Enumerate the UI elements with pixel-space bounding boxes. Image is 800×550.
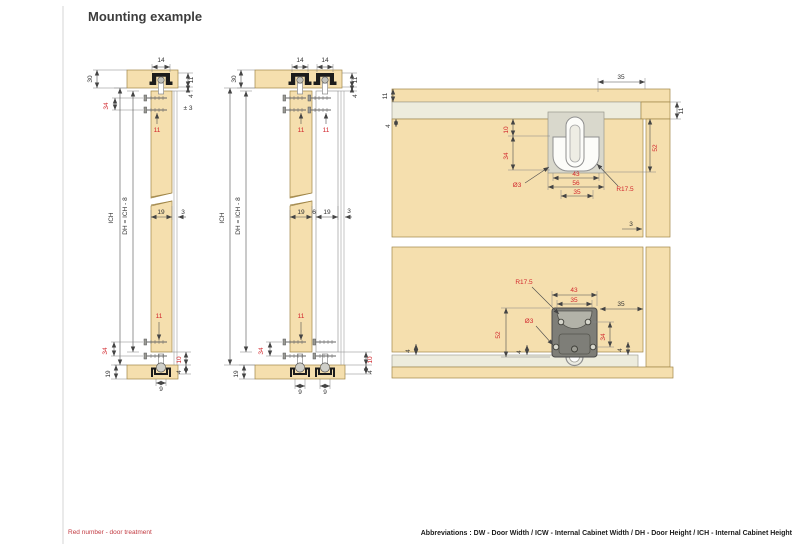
p3-top-strip [391, 88, 671, 103]
p3-dim-radius: R17.5 [616, 186, 634, 193]
p1-dim-bottom-clearance: 10 [176, 356, 183, 364]
p4-screw-hole [584, 318, 592, 326]
p2-dim-drill2: 11 [323, 127, 330, 134]
p2-dim-track1-width: 14 [296, 57, 304, 64]
p2-dim-side-gap: 3 [347, 208, 351, 215]
panel-double-door-section: 14 14 30 11 4 11 11 ICH DH = ICH - 8 19 … [219, 57, 374, 396]
p2-dim-roller2-width: 9 [323, 389, 327, 396]
p4-structure [391, 246, 674, 379]
p2-dim-bottom-clearance: 10 [367, 356, 374, 364]
p4-dimension-lines [413, 286, 643, 358]
p4-bracket-dome [556, 310, 593, 329]
p1-dim-bottom-gap: 4 [176, 370, 183, 374]
p1-dim-top-thickness: 30 [87, 75, 94, 83]
p2-dim-door2-thickness: 19 [323, 209, 331, 216]
p1-tolerance: ± 3 [184, 105, 193, 112]
p4-dim-side-depth: 35 [617, 301, 625, 308]
p4-dim-gap-left: 4 [405, 349, 412, 353]
p2-dim-drill1: 11 [298, 127, 305, 134]
p2-dim-between-doors: 6 [312, 209, 316, 216]
p4-dim-housing-height: 52 [495, 331, 502, 339]
p3-dim-43: 43 [572, 171, 580, 178]
p1-dim-side-gap: 3 [181, 209, 185, 216]
p3-dim-offset1: 10 [503, 126, 510, 134]
p4-bracket-inset [558, 333, 591, 355]
p4-dim-radius: R17.5 [515, 279, 533, 286]
p3-door-face [391, 118, 644, 238]
p1-structure [126, 69, 179, 380]
p4-screw-hole [557, 318, 565, 326]
p4-dim-hole-span: 34 [600, 333, 607, 341]
p2-dim-roller1-width: 9 [298, 389, 302, 396]
p3-dim-hole-diameter: Ø3 [513, 182, 522, 189]
p4-dim-hole-diameter: Ø3 [525, 318, 534, 325]
p1-dim-track-height: 11 [188, 76, 195, 83]
p3-dim-end-height: 11 [678, 107, 685, 114]
p2-dim-door-height: DH = ICH - 8 [235, 197, 242, 235]
p2-structure [254, 69, 346, 380]
p3-rail-end-block [640, 101, 671, 120]
p1-dim-door-height: DH = ICH - 8 [122, 197, 129, 235]
panel-top-roller-detail: 35 11 11 4 10 34 52 Ø3 43 56 35 R17.5 3 [382, 74, 685, 238]
p4-door-face [391, 246, 644, 353]
p2-dim-track-height: 11 [352, 76, 359, 83]
p2-dim-bottom-thickness: 19 [233, 370, 240, 378]
p4-wheel-hub [569, 356, 580, 363]
p3-dimension-lines [390, 78, 681, 232]
p4-side-panel [645, 246, 671, 368]
p4-dim-gap-right: 4 [617, 348, 624, 352]
panel-bottom-roller-detail: R17.5 43 35 35 52 Ø3 34 4 4 4 [391, 246, 674, 379]
p1-dim-cabinet-height: ICH [108, 212, 115, 224]
footer-red-note: Red number - door treatment [68, 529, 152, 536]
p3-dim-housing-height: 52 [652, 144, 659, 152]
p4-screw-hole [552, 343, 560, 351]
page-title: Mounting example [88, 9, 202, 24]
p3-dim-rail-gap: 4 [385, 124, 392, 128]
p3-dim-35: 35 [573, 189, 581, 196]
p3-dim-offset2: 34 [503, 152, 510, 160]
p1-door-upper [150, 90, 173, 199]
p2-dim-top-thickness: 30 [231, 75, 238, 83]
p1-dim-drill-bottom: 11 [156, 313, 163, 320]
p4-dim-35: 35 [570, 297, 578, 304]
p3-hanger-slot-inner [569, 124, 581, 163]
p2-dim-top-gap: 4 [352, 94, 359, 98]
p2-dim-bottom-gap: 4 [367, 370, 374, 374]
p3-dim-56: 56 [572, 180, 580, 187]
p1-dim-bottom-thickness: 19 [105, 370, 112, 378]
p4-axle [571, 345, 578, 353]
p3-dim-rail-height: 11 [382, 92, 389, 99]
p1-door-lower [150, 200, 173, 353]
panel-single-door-section: 14 30 11 4 ± 3 34 11 ICH DH = ICH - 8 19… [87, 57, 195, 393]
p1-dim-screw-span-top: 34 [103, 102, 110, 110]
p2-dim-track2-width: 14 [321, 57, 329, 64]
p3-structure [391, 88, 671, 238]
p3-side-panel [645, 118, 671, 238]
p2-dim-cabinet-height: ICH [219, 212, 226, 224]
p1-dim-screw-span-bottom: 34 [102, 347, 109, 355]
p2-dim-drill-bottom: 11 [298, 313, 305, 320]
footer-abbreviations: Abbreviations : DW - Door Width / ICW - … [421, 530, 793, 537]
p4-screw-hole [589, 343, 597, 351]
p2-dimension-lines [224, 64, 372, 389]
p4-bottom-strip [391, 366, 674, 379]
p4-dim-43: 43 [570, 287, 578, 294]
p3-dim-side-depth: 35 [617, 74, 625, 81]
p1-dim-top-gap: 4 [188, 94, 195, 98]
p1-dim-roller-width: 9 [159, 386, 163, 393]
p2-dim-screw-span-bottom: 34 [258, 347, 265, 355]
p1-dim-door-thickness: 19 [157, 209, 165, 216]
p1-dimension-lines [93, 64, 193, 386]
p1-dim-drill-top: 11 [154, 127, 161, 134]
p4-dim-gap-mid: 4 [516, 350, 523, 354]
p1-dim-track-width: 14 [157, 57, 165, 64]
p2-dim-door1-thickness: 19 [297, 209, 305, 216]
p3-dim-gap3: 3 [629, 221, 633, 228]
